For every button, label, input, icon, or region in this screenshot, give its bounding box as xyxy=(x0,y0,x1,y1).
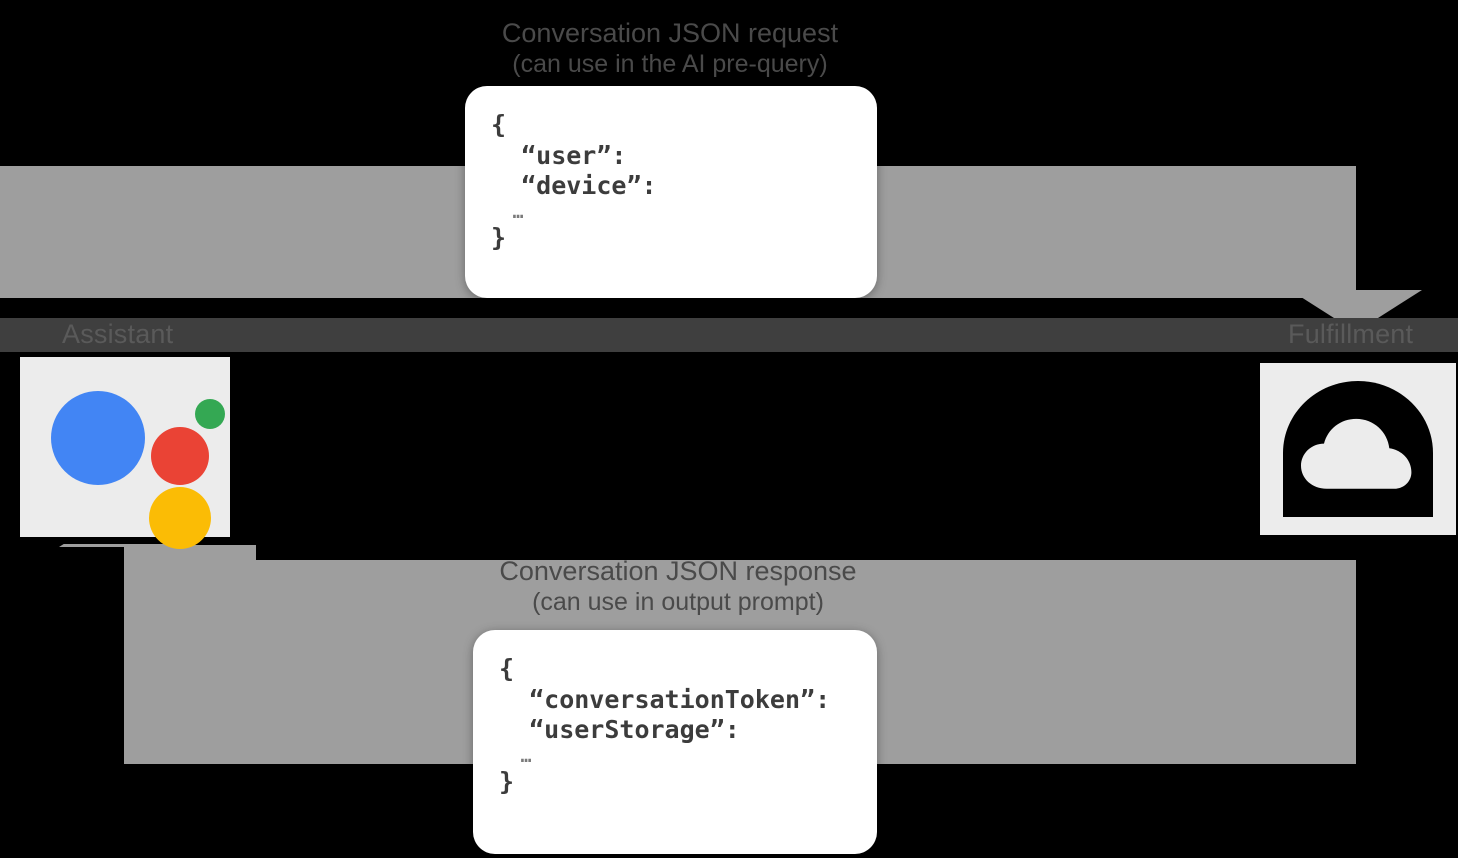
assistant-dot-green-icon xyxy=(195,399,225,429)
top-flow-caption-line2: (can use in the AI pre-query) xyxy=(512,49,828,78)
json-line-storage: “userStorage”: xyxy=(529,715,740,744)
json-line-token: “conversationToken”: xyxy=(529,684,831,714)
bottom-flow-json-card: { “conversationToken”: “userStorage”: … … xyxy=(473,630,877,854)
node-row-background xyxy=(0,352,1458,544)
node-assistant-label: Assistant xyxy=(62,319,174,349)
json-line-ellipsis: … xyxy=(512,201,524,223)
json-line-close: } xyxy=(499,767,515,797)
node-assistant[interactable] xyxy=(20,357,230,549)
assistant-dot-blue-icon xyxy=(51,391,145,485)
json-line-user: “user”: xyxy=(521,140,627,170)
node-fulfillment[interactable] xyxy=(1260,363,1456,535)
json-line-device: “device”: xyxy=(521,171,657,200)
assistant-dot-red-icon xyxy=(151,427,209,485)
bottom-flow-caption: Conversation JSON response (can use in o… xyxy=(0,556,1356,617)
cloud-functions-icon xyxy=(1273,375,1443,523)
assistant-dot-yellow-icon xyxy=(149,487,211,549)
json-line-ellipsis: … xyxy=(520,745,532,767)
bottom-flow-caption-line1: Conversation JSON response xyxy=(499,556,857,586)
node-row-rail xyxy=(0,318,1458,352)
json-line-open: { xyxy=(491,110,507,139)
google-assistant-icon xyxy=(35,367,225,549)
bottom-flow-caption-line2: (can use in output prompt) xyxy=(532,587,824,616)
json-line-close: } xyxy=(491,223,507,253)
json-line-open: { xyxy=(499,654,515,683)
top-flow-band-vertical xyxy=(1224,166,1356,290)
top-flow-caption: Conversation JSON request (can use in th… xyxy=(0,18,1340,79)
node-fulfillment-label: Fulfillment xyxy=(1288,319,1414,349)
bottom-flow-band-vertical xyxy=(124,545,256,605)
top-flow-caption-line1: Conversation JSON request xyxy=(501,18,839,48)
top-flow-json-card: { “user”: “device”: … } xyxy=(465,86,877,298)
